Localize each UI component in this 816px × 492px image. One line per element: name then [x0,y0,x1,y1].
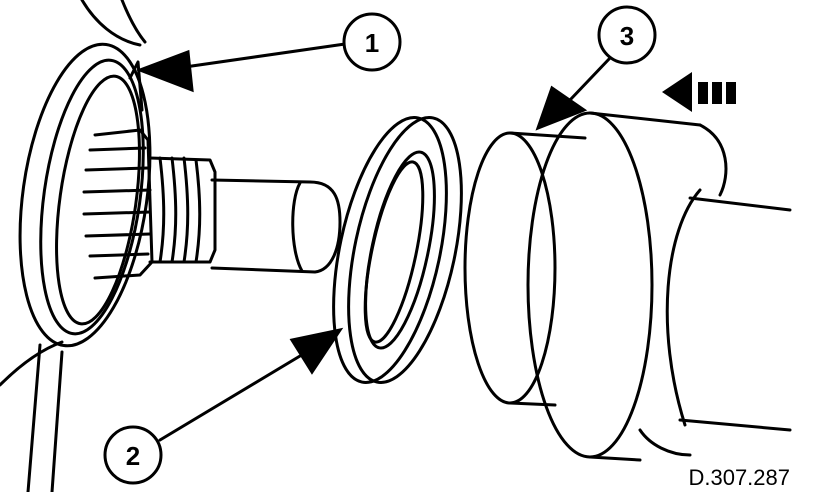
callout-2-label: 2 [126,441,140,471]
spline-tooth-6 [88,252,150,258]
direction-arrow-dash-1 [698,82,708,104]
direction-arrow-dash-2 [712,82,722,104]
tool-rod-top [688,196,792,212]
thread-4 [194,158,202,264]
seal-ring-outer-back [347,116,463,384]
thread-1 [158,156,166,264]
seal-ring [332,116,463,384]
callout-3-circle [597,5,657,65]
spline-tooth-2 [84,166,150,172]
spline-tooth-3 [82,188,152,194]
callout-leaders [135,42,612,442]
spline-tooth-5 [84,232,152,238]
callout-2: 2 [103,425,163,485]
tool-rod-front [665,188,702,427]
installation-tool [463,111,792,462]
arrow-2-head [289,327,344,375]
tool-hidden-line [638,428,692,457]
shaft-end-cap [291,181,304,273]
housing-top-curve-2 [120,0,147,44]
callout-1-circle [342,12,402,72]
seal-ring-inner-2 [363,160,425,344]
thread-body [148,156,217,264]
tool-body-front [526,111,654,459]
direction-arrow-head [662,72,692,112]
callout-3-label: 3 [620,21,634,51]
housing-bottom-curve [0,340,64,387]
flange-outer-ring [18,42,152,348]
direction-arrow [662,72,736,112]
tool-body-top [588,111,702,127]
tool-front-bottom [508,401,557,407]
callout-3: 3 [597,5,657,65]
callout-1: 1 [342,12,402,72]
spline-body [93,128,154,280]
leader-1 [176,42,347,70]
direction-arrow-dash-3 [726,82,736,104]
thread-3 [182,156,190,264]
housing-bottom-line [26,343,42,492]
callout-1-label: 1 [365,28,379,58]
shaft-end-body [210,178,342,274]
housing-bottom-line-2 [50,350,64,492]
leader-2 [158,348,312,442]
tool-body-back [698,123,728,197]
reference-code: D.307.287 [688,465,790,490]
spline-tooth-4 [82,210,152,216]
seal-ring-outer [332,116,448,384]
seal-highlight [128,60,144,112]
housing-assembly [0,0,342,492]
thread-2 [170,156,178,264]
arrow-1-head [135,49,194,93]
housing-top-curve [80,0,142,47]
spline-tooth-1 [88,146,147,152]
seal-lip [55,74,141,326]
callout-2-circle [103,425,163,485]
tool-body-bottom [588,455,642,462]
arrow-3-head [535,85,588,131]
tool-rod-bottom [678,418,792,432]
tool-front-top [508,131,587,140]
leader-3 [568,56,612,102]
flange-inner-ring [39,58,145,336]
